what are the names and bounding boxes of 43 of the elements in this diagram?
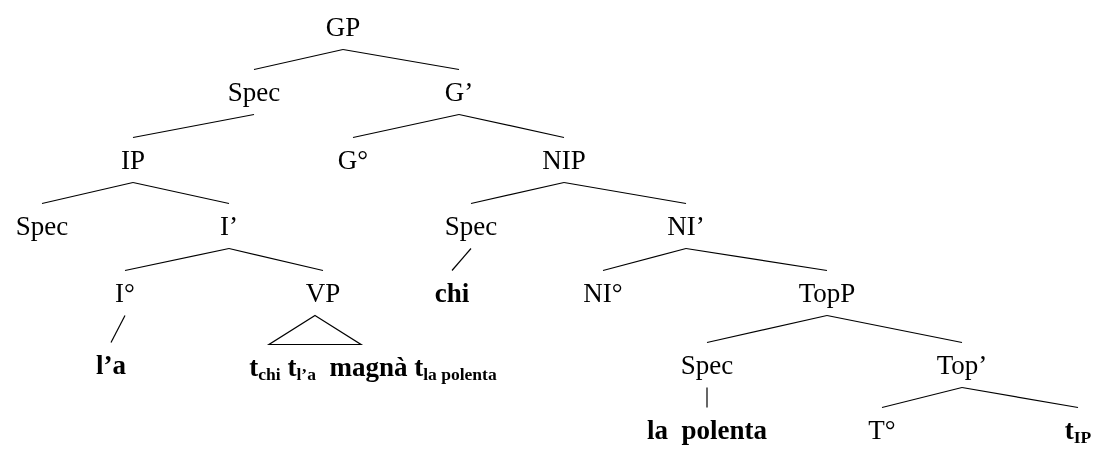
tree-node-label: Spec [225, 69, 283, 115]
tree-node-label: G° [335, 137, 371, 183]
tree-node-label: Top’ [934, 342, 990, 388]
tree-branch-line [228, 247, 324, 272]
triangle-branch [266, 314, 364, 346]
terminal-word: chi [432, 270, 472, 316]
tree-branch-line [458, 113, 565, 139]
tree-node-label: NI’ [665, 203, 707, 249]
tree-node-label: G’ [442, 69, 476, 115]
tree-node-label: I’ [218, 203, 240, 249]
tree-node-label: T° [866, 407, 898, 450]
tree-branch-line [881, 386, 963, 409]
tree-branch-line [706, 314, 828, 344]
tree-node-label: Spec [13, 203, 71, 249]
tree-branch-line [253, 48, 344, 71]
tree-node-label: IP [119, 137, 147, 183]
tree-branch-line [826, 314, 963, 344]
tree-node-label: NIP [540, 137, 588, 183]
tree-node-label: TopP [796, 270, 858, 316]
tree-branch-line [706, 386, 708, 409]
tree-branch-line [563, 181, 687, 205]
tree-node-label: NI° [581, 270, 625, 316]
tree-branch-line [110, 314, 126, 344]
tree-branch-line [132, 181, 230, 205]
terminal-word: t$_{IP}$ [1062, 407, 1094, 450]
tree-branch-line [470, 181, 565, 205]
tree-branch-line [451, 247, 472, 272]
tree-branch-line [602, 247, 687, 272]
tree-node-label: I° [113, 270, 137, 316]
tree-branch-line [342, 48, 460, 71]
tree-branch-line [41, 181, 134, 205]
tree-node-label: Spec [678, 342, 736, 388]
tree-branch-line [132, 113, 255, 139]
tree-node-label: Spec [442, 203, 500, 249]
tree-branch-line [685, 247, 828, 272]
tree-node-label: GP [323, 4, 363, 50]
terminal-word: l’a [94, 342, 128, 388]
tree-branch-line [961, 386, 1079, 409]
tree-branch-line [124, 247, 230, 272]
tree-node-label: VP [303, 270, 343, 316]
terminal-word: t$_{chi}$ t$_{l’a}$ magnà t$_{la polenta}$ [247, 344, 499, 390]
terminal-word: la polenta [645, 407, 769, 450]
tree-branch-line [352, 113, 460, 139]
